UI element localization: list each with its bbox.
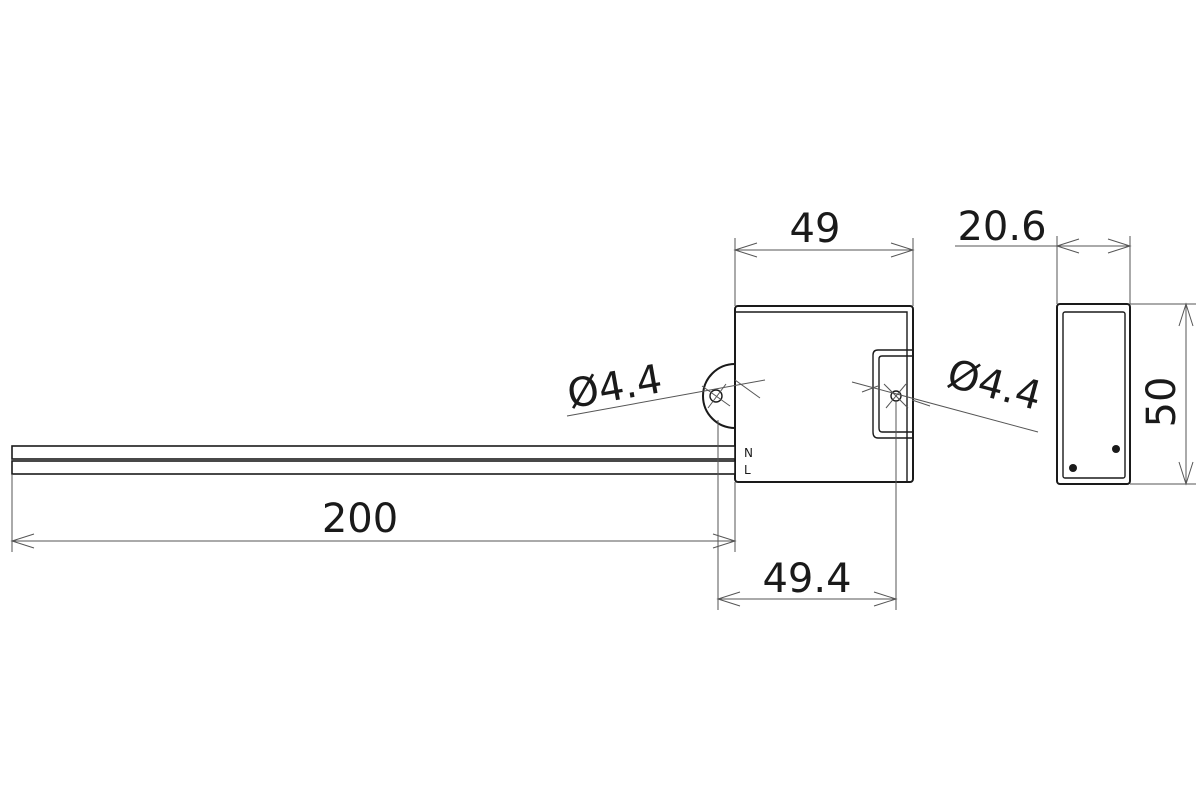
terminal-label-n: N bbox=[744, 446, 753, 460]
housing-front-edge bbox=[735, 311, 908, 482]
mounting-hole-right bbox=[890, 390, 902, 402]
side-screw-bottom-left bbox=[1069, 464, 1077, 472]
mounting-ear-left bbox=[702, 363, 736, 429]
dimension-depth-side: 20.6 bbox=[955, 204, 1132, 304]
hole-label-left: Ø4.4 bbox=[564, 356, 666, 418]
hole-callout-right: Ø4.4 bbox=[851, 351, 1046, 433]
housing-side bbox=[1056, 303, 1131, 485]
wire-line bbox=[11, 460, 736, 475]
dim-label-50: 50 bbox=[1139, 377, 1185, 428]
dim-label-20-6: 20.6 bbox=[957, 204, 1046, 250]
hole-label-right: Ø4.4 bbox=[942, 351, 1046, 420]
dimension-height-side: 50 bbox=[1130, 302, 1196, 486]
dimension-cable-length: 200 bbox=[10, 474, 737, 552]
terminal-label-l: L bbox=[744, 463, 751, 477]
dim-label-200: 200 bbox=[322, 496, 398, 542]
mounting-slot-inner bbox=[878, 355, 913, 433]
dimension-width-front: 49 bbox=[733, 206, 915, 306]
side-view bbox=[1056, 303, 1131, 485]
housing-front bbox=[734, 305, 914, 483]
dim-label-49: 49 bbox=[790, 206, 841, 252]
dimension-mount-span: 49.4 bbox=[716, 402, 898, 610]
dim-label-49-4: 49.4 bbox=[762, 556, 851, 602]
mounting-slot-right bbox=[872, 349, 913, 439]
mounting-hole-left bbox=[709, 389, 723, 403]
side-screw-right bbox=[1112, 445, 1120, 453]
housing-side-inner bbox=[1062, 311, 1126, 479]
wire-neutral bbox=[11, 445, 736, 460]
front-view: N L bbox=[11, 305, 914, 483]
